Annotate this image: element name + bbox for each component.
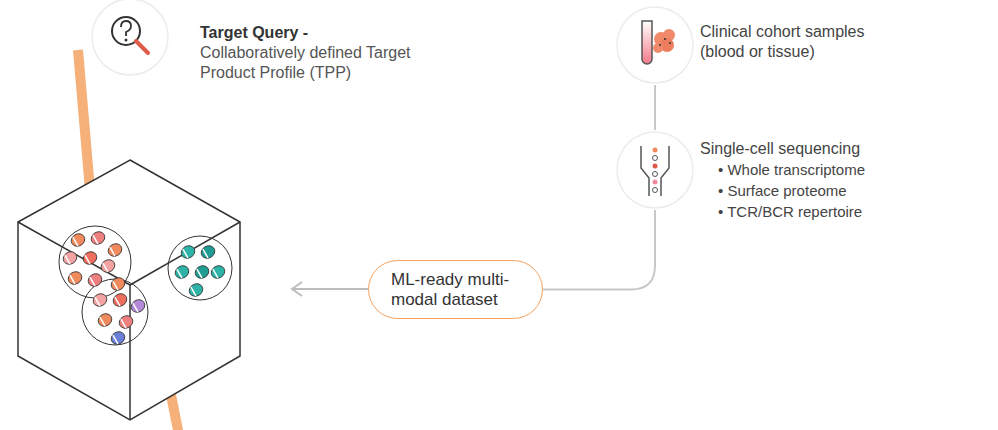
cell-clusters <box>59 226 232 347</box>
cell-pill <box>99 257 117 274</box>
connector <box>543 210 655 290</box>
cell-pill <box>86 271 104 288</box>
cell-pill <box>89 229 107 246</box>
seq-icon <box>615 130 695 210</box>
cell-pill <box>173 263 191 280</box>
cell-pill <box>91 291 109 308</box>
node-heading: ML-ready multi-modal dataset <box>391 270 519 310</box>
dataset-pill: ML-ready multi-modal dataset <box>368 260 543 319</box>
connector <box>654 85 656 130</box>
node-heading: Single-cell sequencing <box>700 139 960 159</box>
cube <box>18 160 240 420</box>
cell-pill <box>129 297 147 314</box>
cell-pill <box>187 281 205 298</box>
node-text: • Surface proteome <box>718 181 960 201</box>
text-group: Single-cell sequencing• Whole transcript… <box>700 139 960 222</box>
tube-icon <box>615 5 695 85</box>
node-text: • Whole transcriptome <box>718 160 960 180</box>
cell-pill <box>209 263 227 280</box>
cell-pill <box>111 291 129 308</box>
data-arrow <box>292 282 368 296</box>
cell-pill <box>109 275 127 292</box>
cell-pill <box>179 243 197 260</box>
cell-pill <box>199 243 217 260</box>
cell-pill <box>81 249 99 266</box>
cell-pill <box>96 311 114 328</box>
orange-track <box>78 50 90 190</box>
node-heading: Clinical cohort samples (blood or tissue… <box>700 22 900 62</box>
cell-pill <box>106 241 124 258</box>
cell-pill <box>193 263 211 280</box>
node-text: • TCR/BCR repertoire <box>718 202 960 222</box>
cell-pill <box>69 231 87 248</box>
text-group: Target Query -Collaboratively defined Ta… <box>200 23 440 83</box>
node-text: Collaboratively defined Target Product P… <box>200 43 440 83</box>
node-heading: Target Query - <box>200 23 440 43</box>
cell-pill <box>117 313 135 330</box>
cell-pill <box>66 269 84 286</box>
cell-pill <box>61 249 79 266</box>
cell-pill <box>109 329 127 346</box>
query-icon <box>90 0 170 77</box>
text-group: Clinical cohort samples (blood or tissue… <box>700 22 900 62</box>
